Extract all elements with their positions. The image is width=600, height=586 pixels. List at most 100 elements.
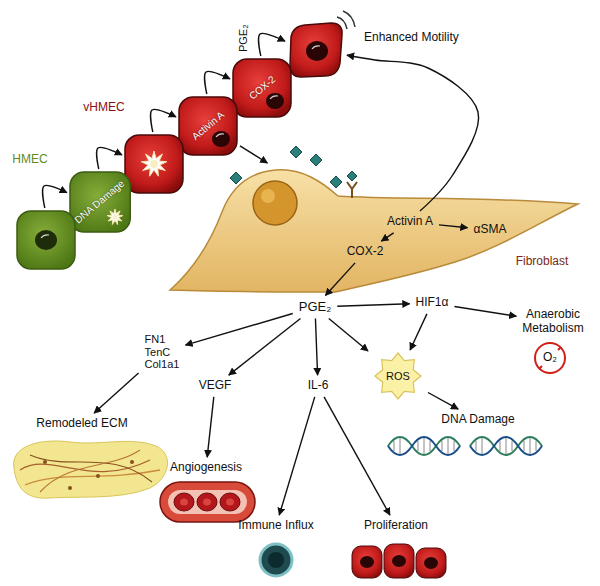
part-path [41,235,49,238]
node-text: HIF1α [416,296,449,310]
vhmec-cell: vHMEC [124,134,184,194]
vhmec-cell: Activin A [178,96,238,156]
cell-outline [124,134,184,194]
node-text: ROS [386,370,410,383]
outcome-label: Anaerobic Metabolism [518,306,587,338]
arrow-connector [259,33,285,56]
outcome-label: Immune Influx [234,517,317,535]
part-rect [416,548,446,578]
part-path [470,437,542,455]
extracellular-matrix [14,441,168,498]
outcome-label: Proliferation [360,517,432,535]
part-circle [261,189,275,203]
part-path [25,470,160,485]
part-path [312,46,320,49]
cell-heading: Fibroblast [516,255,569,269]
arrow-connector [410,314,427,350]
part-ellipse [35,230,57,250]
dna-helix [388,437,542,455]
node-text: DNA Damage [73,178,127,226]
arrow-connector [347,55,479,211]
part-circle [43,460,47,464]
node-text: COX-2 [247,74,278,102]
node-text: Activin A [387,215,433,229]
part-polygon [330,176,342,188]
part-circle [150,160,158,168]
node-text: Anaerobic Metabolism [522,308,583,336]
part-circle [68,486,72,490]
part-rect [160,482,255,522]
part-rect [352,546,382,578]
part-path [388,437,460,455]
part-ellipse [180,499,188,506]
fibroblast-cell: Fibroblast Activin A αSMA COX-2 [170,165,580,295]
cell-outline [16,210,76,270]
part-polygon [347,171,357,181]
part-rect [125,135,183,193]
part-circle [268,552,284,568]
arrow-connector [97,147,122,169]
fib-outline [170,165,580,295]
factor-label: IL-6 [304,377,333,395]
outcome-label: Angiogenesis [166,459,246,477]
node-text: IL-6 [308,379,329,393]
arrow-connector [229,318,301,375]
part-ellipse [203,499,211,506]
arrow-connector [205,71,230,94]
node-text: PGE₂ [299,300,332,315]
node-text: DNA Damage [441,413,514,427]
arrow-connector [454,307,516,317]
part-path [337,17,347,29]
part-path [30,455,152,482]
outcome-label: Remodeled ECM [32,415,131,433]
part-path [40,450,140,492]
arrow-connector [324,397,390,515]
hmec-cell: HMEC [16,210,76,270]
part-ellipse [226,499,234,506]
arrow-connector [94,373,138,413]
part-path [394,438,454,454]
part-rect [70,172,130,232]
part-path [375,353,421,399]
arrow-connector [151,109,176,132]
part-path [347,182,357,198]
part-circle [253,181,297,225]
motile-cell: Enhanced Motility [287,21,345,79]
part-ellipse [212,131,230,147]
part-path [216,134,224,137]
arrow-connector [240,146,267,163]
part-path [388,437,460,455]
no-oxygen-symbol [535,343,565,373]
factor-label: HIF1α [412,294,453,312]
part-ellipse [220,493,240,511]
node-text: Remodeled ECM [36,417,127,431]
ros-star: ROS [370,352,426,400]
free-label: O₂ [543,351,557,365]
part-ellipse [266,93,284,109]
part-ellipse [424,557,438,569]
part-polygon [290,146,302,158]
part-ellipse [360,556,374,568]
node-text: Proliferation [364,519,428,533]
node-text: FN1 TenC Col1a1 [145,333,180,371]
part-ellipse [306,41,328,61]
part-path [470,437,542,455]
cell-outline [287,21,345,79]
part-path [107,209,123,225]
part-rect [17,211,75,269]
part-polygon [230,172,242,184]
part-ellipse [174,493,194,511]
node-text: αSMA [474,223,507,237]
part-path [539,347,561,369]
arrow-connector [428,392,458,409]
factor-label: Activin A [383,213,437,231]
node-text: COX-2 [347,245,384,259]
part-path [141,151,167,176]
arrow-connector [185,314,292,346]
part-path [476,438,536,454]
part-circle [96,474,100,478]
outcome-label: DNA Damage [437,411,518,429]
factor-label: FN1 TenC Col1a1 [141,331,184,373]
